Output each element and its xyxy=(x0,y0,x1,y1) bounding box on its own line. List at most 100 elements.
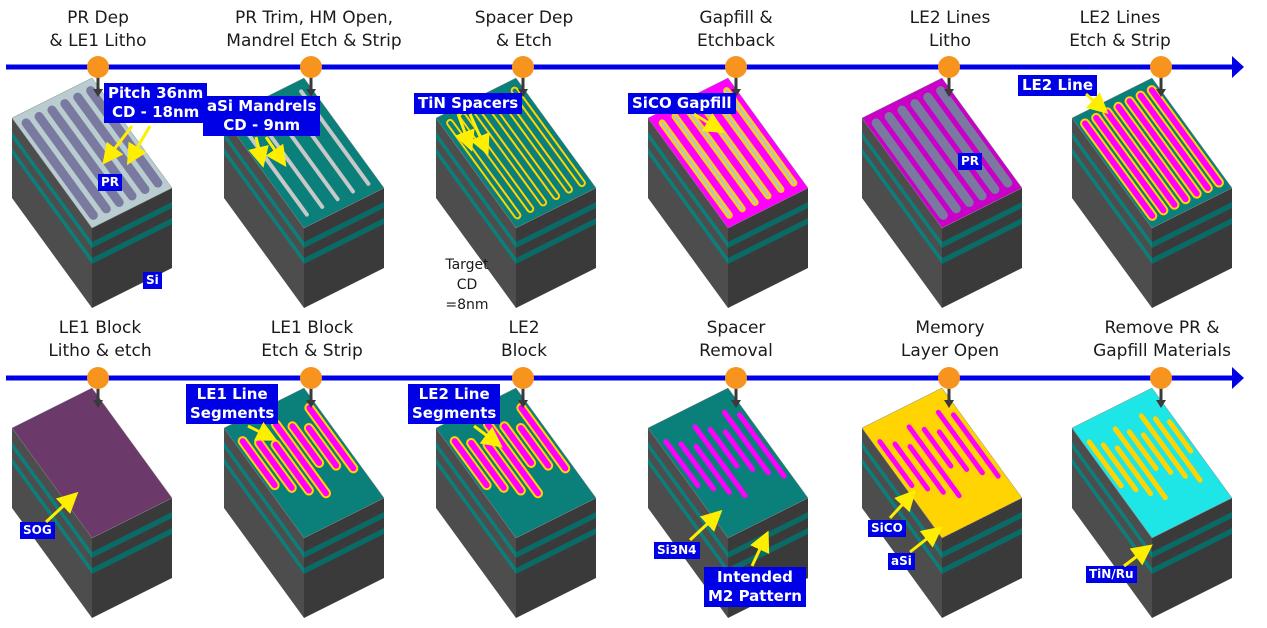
pattern-line xyxy=(1126,98,1200,197)
step-title-remove-pr: Remove PR & Gapfill Materials xyxy=(1093,318,1231,361)
layer-stripe xyxy=(304,218,384,264)
layer-stripe xyxy=(516,218,596,264)
sico-label: SiCO xyxy=(868,520,906,537)
block-memory-open xyxy=(861,387,1023,618)
layer-stripe xyxy=(92,202,172,248)
pattern-line xyxy=(1166,419,1194,454)
pattern-line xyxy=(693,443,732,495)
layer-stripe xyxy=(516,202,596,248)
pattern-line xyxy=(512,88,584,186)
asi-mandrels-callout: aSi Mandrels CD - 9nm xyxy=(203,96,321,136)
pattern-line xyxy=(306,404,357,472)
layer-stripe xyxy=(12,132,92,248)
layer-stripe xyxy=(304,512,384,558)
pr-label-2: PR xyxy=(958,153,983,170)
layer-stripe xyxy=(224,458,304,574)
pattern-line xyxy=(272,441,312,494)
pattern-line xyxy=(871,118,948,220)
layer-stripe xyxy=(862,132,942,248)
pattern-line xyxy=(1100,442,1139,493)
block-top-face xyxy=(647,387,809,539)
pattern-line xyxy=(660,121,731,217)
pattern-line xyxy=(1126,429,1159,471)
pattern-line xyxy=(1104,109,1178,208)
step-title-spacer-dep: Spacer Dep & Etch xyxy=(474,8,574,51)
block-gapfill xyxy=(647,77,809,308)
layer-stripe xyxy=(224,132,304,248)
layer-stripe xyxy=(648,458,728,574)
pattern-line xyxy=(239,438,278,489)
top-timeline xyxy=(6,56,1244,78)
step-title-le2-litho: LE2 Lines Litho xyxy=(909,8,991,51)
pattern-line xyxy=(897,105,974,207)
step-title-spacer-removal: Spacer Removal xyxy=(699,318,773,361)
layer-stripe xyxy=(1072,148,1152,264)
pattern-line xyxy=(501,423,535,466)
sico-gapfill-callout: SiCO Gapfill xyxy=(628,93,736,114)
layer-stripe xyxy=(942,202,1022,248)
le2-line-callout: LE2 Line xyxy=(1018,75,1098,96)
block-le2-litho xyxy=(861,77,1023,308)
layer-stripe xyxy=(648,132,728,248)
pattern-line xyxy=(721,409,771,476)
pattern-line xyxy=(692,424,748,499)
pattern-line xyxy=(451,438,490,489)
layer-stripe xyxy=(92,512,172,558)
pattern-line xyxy=(1114,445,1154,497)
pr-label-1: PR xyxy=(98,174,123,191)
intended-m2-callout: Intended M2 Pattern xyxy=(704,567,806,607)
pattern-line xyxy=(21,118,98,220)
pattern-line xyxy=(237,120,309,217)
le2-line-segments-callout: LE2 Line Segments xyxy=(408,384,501,424)
pattern-line xyxy=(289,423,323,466)
layer-stripe xyxy=(1152,512,1232,558)
tin-spacers-callout: TiN Spacers xyxy=(414,93,523,114)
pattern-line xyxy=(1140,432,1174,475)
pattern-line xyxy=(950,412,1001,479)
pattern-line xyxy=(936,86,1013,188)
pattern-line xyxy=(1152,416,1203,483)
layer-stripe xyxy=(304,202,384,248)
pattern-line xyxy=(1138,413,1188,479)
pattern-line xyxy=(1093,114,1167,214)
layer-stripe xyxy=(942,528,1022,574)
layer-stripe xyxy=(1152,218,1232,264)
layer-stripe xyxy=(942,218,1022,264)
si3n4-label: Si3N4 xyxy=(654,542,700,559)
pattern-line xyxy=(663,439,701,489)
pattern-line xyxy=(906,424,962,499)
layer-stripe xyxy=(728,218,808,264)
step-title-gapfill: Gapfill & Etchback xyxy=(697,8,775,51)
layer-stripe xyxy=(648,148,728,264)
layer-stripe xyxy=(1152,202,1232,248)
pattern-line xyxy=(273,421,329,497)
layer-stripe xyxy=(92,218,172,264)
pattern-line xyxy=(877,439,915,489)
pattern-line xyxy=(1086,439,1124,489)
pattern-line xyxy=(673,114,744,211)
pattern-line xyxy=(34,111,111,214)
layer-stripe xyxy=(1072,442,1152,558)
pattern-line xyxy=(484,441,524,494)
step-title-pr-dep: PR Dep & LE1 Litho xyxy=(49,8,147,51)
pattern-line xyxy=(678,441,717,492)
pattern-line xyxy=(722,429,756,472)
pattern-line xyxy=(305,425,340,469)
pattern-line xyxy=(1148,87,1222,186)
target-cd-note: Target CD =8nm xyxy=(445,257,489,313)
le1-line-segments-callout: LE1 Line Segments xyxy=(186,384,279,424)
pattern-line xyxy=(707,426,740,469)
block-pr-dep xyxy=(11,77,173,308)
step-title-le2-etch: LE2 Lines Etch & Strip xyxy=(1069,8,1171,51)
timeline-arrowhead xyxy=(1232,56,1244,78)
pattern-line xyxy=(256,439,295,491)
layer-stripe xyxy=(436,458,516,574)
pattern-line xyxy=(725,89,796,185)
layer-stripe xyxy=(1152,528,1232,574)
pattern-line xyxy=(1137,92,1211,192)
pattern-line xyxy=(736,412,787,479)
block-le2-etch xyxy=(1071,77,1233,308)
asi-label: aSi xyxy=(888,553,915,570)
pattern-line xyxy=(518,404,569,472)
pattern-line xyxy=(892,441,931,492)
